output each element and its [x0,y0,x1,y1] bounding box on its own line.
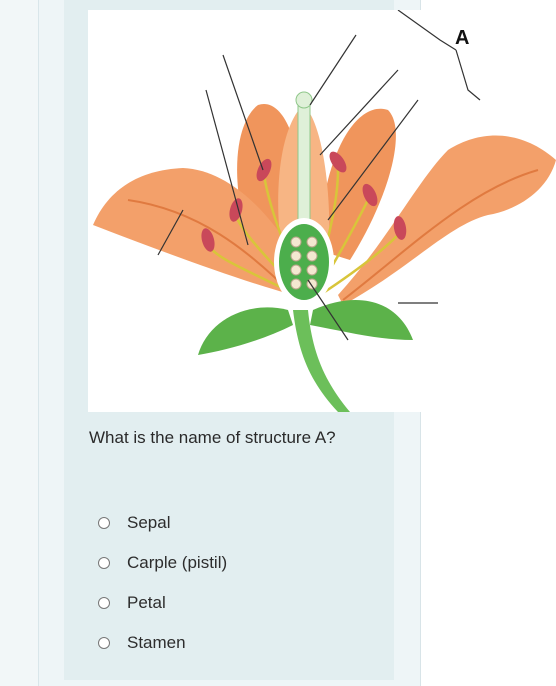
radio-button[interactable] [98,517,110,529]
flower-diagram-svg [93,10,556,412]
sepal-left [198,307,293,355]
left-margin [0,0,39,686]
ovules [290,236,318,290]
style [297,104,311,221]
option-label: Carple (pistil) [127,553,228,572]
answer-options: Sepal Carple (pistil) Petal Stamen [98,503,227,663]
anthers [201,151,407,252]
option-label: Petal [127,593,166,612]
petal-left [93,168,298,295]
structure-a-label: A [455,27,470,49]
radio-button[interactable] [98,637,110,649]
stigma [295,91,313,109]
label-lines [157,10,481,341]
option-petal[interactable]: Petal [98,583,227,623]
flower-diagram [88,10,556,412]
sepal-right [310,300,413,340]
radio-button[interactable] [98,557,110,569]
petal-right [338,135,556,305]
question-text: What is the name of structure A? [89,428,336,447]
option-stamen[interactable]: Stamen [98,623,227,663]
option-label: Sepal [127,513,171,532]
stem [293,310,350,412]
option-carple-pistil[interactable]: Carple (pistil) [98,543,227,583]
option-sepal[interactable]: Sepal [98,503,227,543]
option-label: Stamen [127,633,186,652]
radio-button[interactable] [98,597,110,609]
petal-back-right [318,108,396,260]
